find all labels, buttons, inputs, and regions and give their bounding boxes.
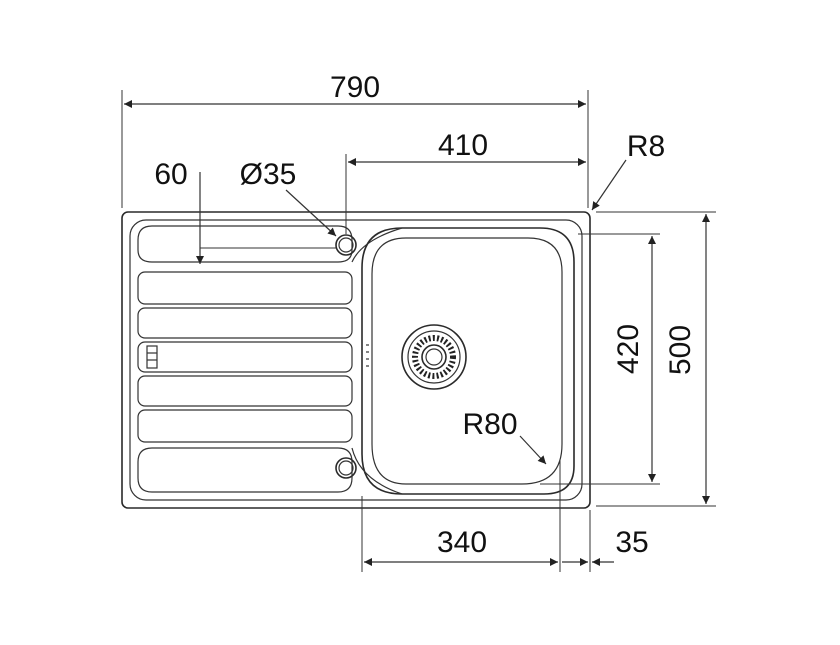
drainer-groove	[137, 341, 353, 373]
drainer-groove	[137, 375, 353, 407]
drainer-board	[137, 225, 353, 493]
dimension-bowl-to-right: 410	[345, 129, 586, 234]
drainer-groove	[137, 409, 353, 443]
dimension-bowl-right-margin: 35	[562, 510, 649, 572]
tap-hole-bottom	[335, 457, 357, 479]
label-corner-radius: R8	[627, 130, 665, 163]
drainer-groove	[137, 271, 353, 305]
label-bowl-right-margin: 35	[615, 526, 648, 559]
drain-strainer-icon	[401, 324, 467, 390]
dimension-overall-width: 790	[121, 71, 589, 208]
dimension-drainer-offset: 60	[154, 158, 336, 264]
dimension-bowl-radius: R80	[462, 408, 547, 465]
dimension-overall-depth: 500	[596, 211, 716, 507]
dimension-bowl-height: 420	[540, 233, 660, 485]
label-bowl-height: 420	[612, 324, 645, 374]
label-bowl-radius: R80	[462, 408, 517, 441]
label-bowl-to-right: 410	[438, 129, 488, 162]
label-overall-depth: 500	[664, 325, 697, 375]
dimension-tap-hole: Ø35	[240, 158, 337, 237]
label-tap-hole: Ø35	[240, 158, 297, 191]
label-bowl-width: 340	[437, 526, 487, 559]
sink-bowl	[351, 227, 575, 495]
sink-outline	[121, 211, 591, 509]
overflow-slot-icon	[146, 345, 158, 369]
label-overall-width: 790	[330, 71, 380, 104]
drainer-groove	[137, 307, 353, 339]
dimension-bowl-width: 340	[361, 460, 561, 572]
label-drainer-offset: 60	[154, 158, 187, 191]
dimension-corner-radius: R8	[591, 130, 665, 211]
tap-hole-top	[335, 234, 357, 256]
